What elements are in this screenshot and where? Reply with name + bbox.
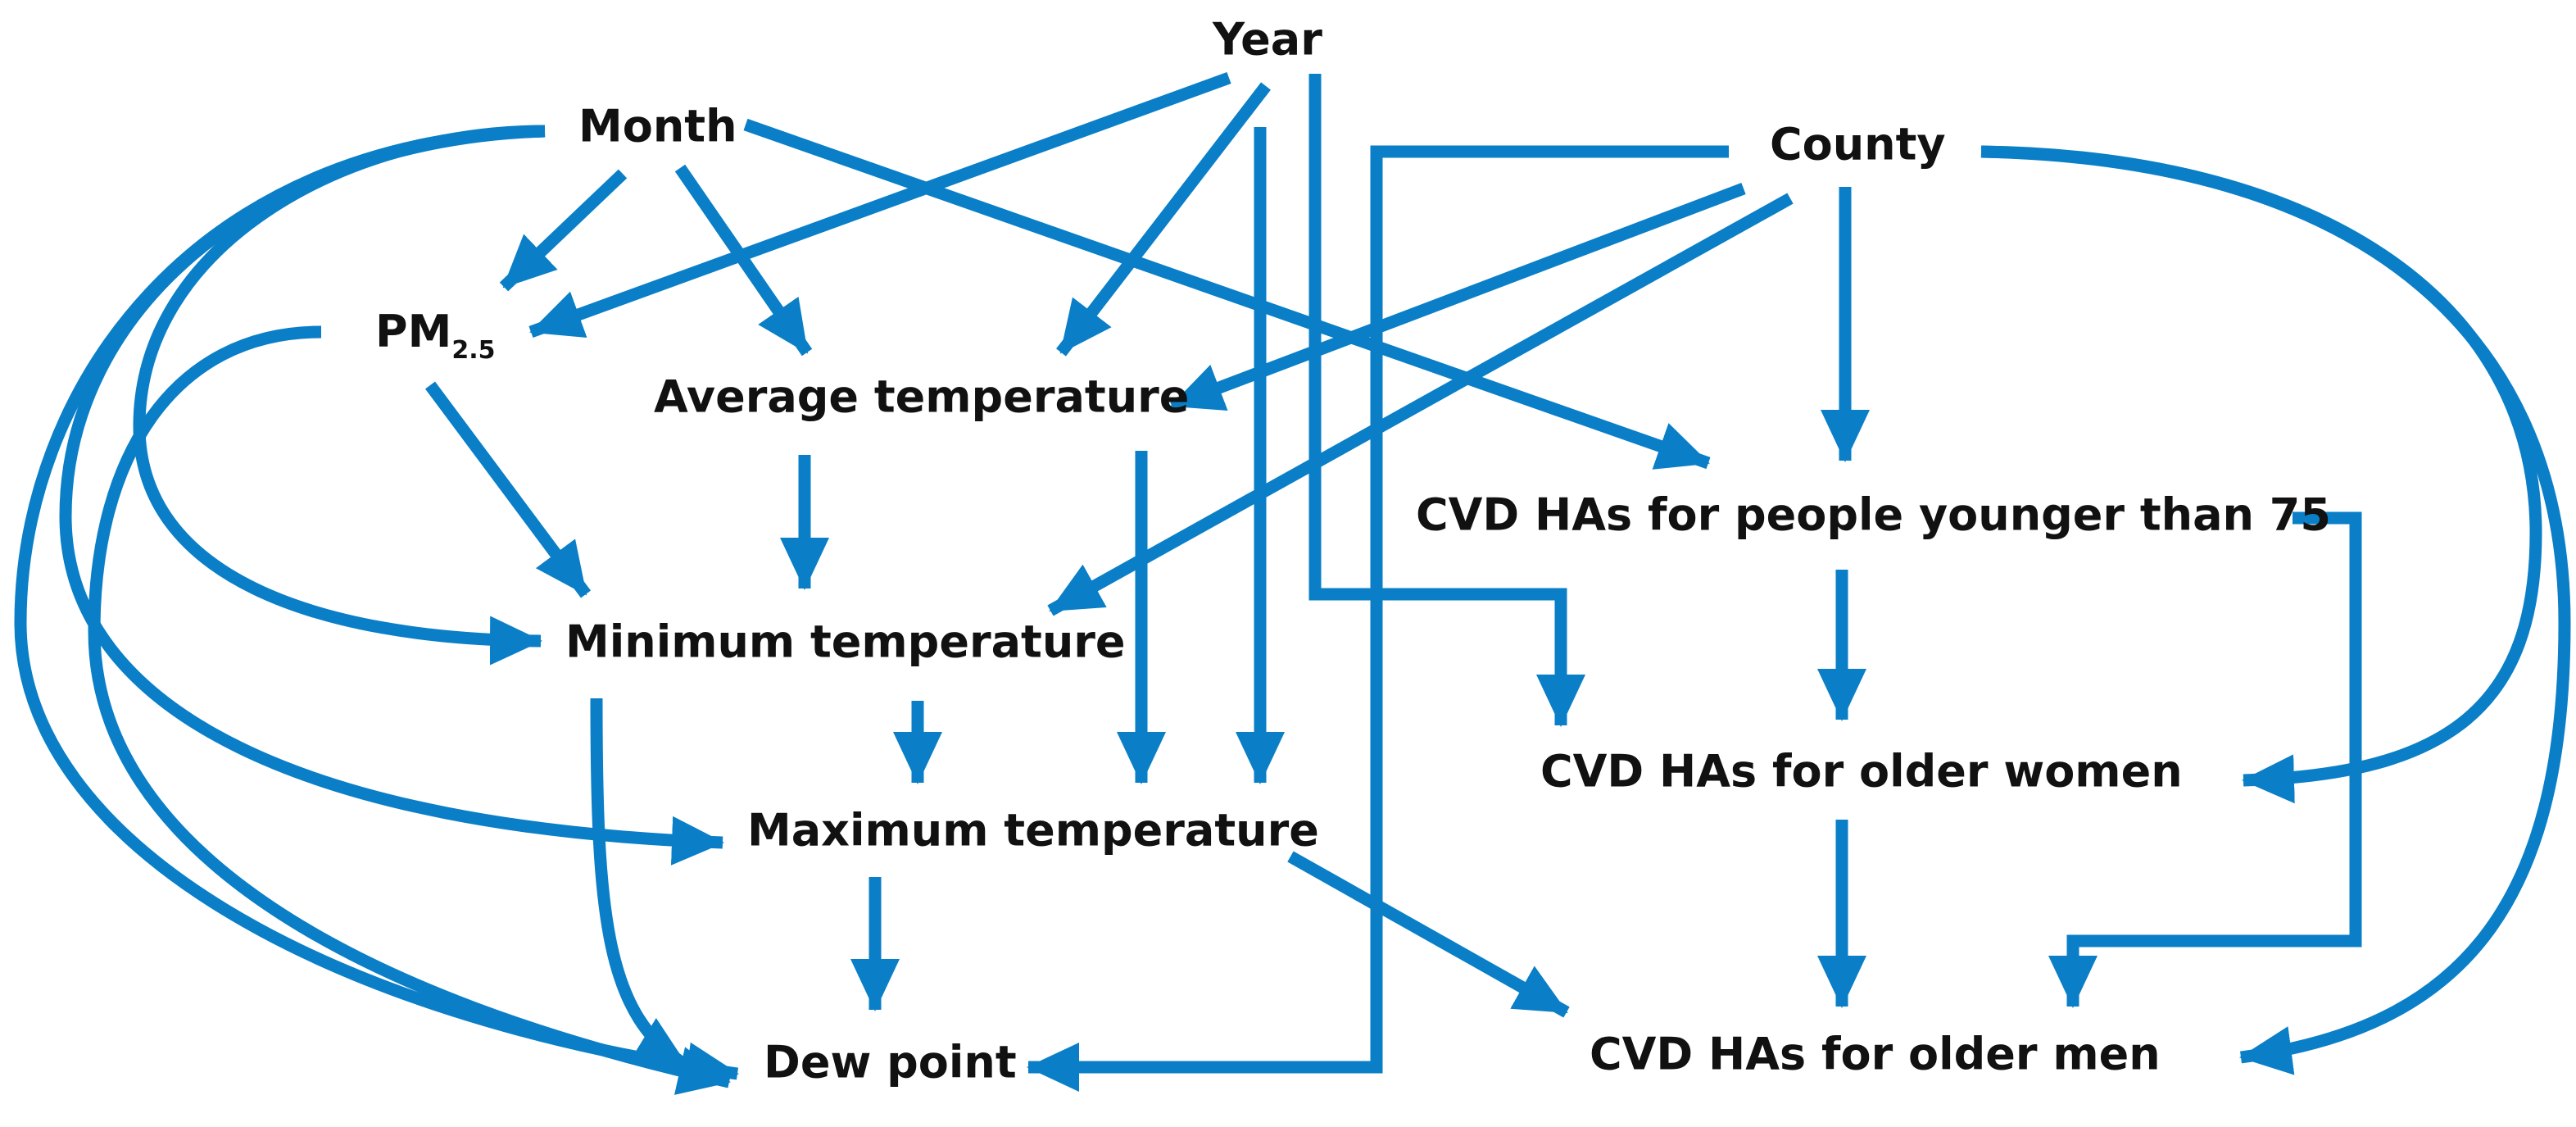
edge-year-to-cvd-older-women: [1308, 74, 1585, 727]
node-pm25: PM2.5: [375, 306, 495, 365]
node-cvd-older-women: CVD HAs for older women: [1540, 746, 2183, 798]
edge-minimum-temperature-to-dew-point: [590, 698, 690, 1071]
node-pm25-label: PM: [375, 306, 451, 357]
node-average-temperature: Average temperature: [654, 371, 1189, 423]
node-year: Year: [1212, 14, 1322, 66]
edge-month-to-maximum-temperature: [59, 125, 724, 866]
edge-maximum-temperature-to-cvd-older-men: [1287, 851, 1570, 1018]
edge-year-to-pm25: [528, 71, 1231, 339]
edge-county-to-cvd-older-men: [1980, 145, 2571, 1075]
node-cvd-older-men: CVD HAs for older men: [1590, 1029, 2161, 1080]
node-maximum-temperature: Maximum temperature: [747, 805, 1319, 857]
node-pm25-subscript: 2.5: [451, 336, 495, 365]
edge-year-to-average-temperature: [1056, 82, 1271, 357]
edge-month-to-pm25: [499, 169, 628, 292]
edge-county-to-average-temperature: [1169, 182, 1746, 412]
edge-cvd-younger-75-to-cvd-older-men: [2048, 511, 2362, 1008]
node-cvd-younger-75: CVD HAs for people younger than 75: [1416, 489, 2331, 541]
edges-layer: [14, 71, 2571, 1095]
edge-county-to-minimum-temperature: [1047, 193, 1794, 616]
edge-county-to-dew-point: [1027, 145, 1729, 1092]
node-county: County: [1770, 119, 1946, 170]
edge-month-to-cvd-younger-75: [743, 118, 1711, 470]
node-dew-point: Dew point: [764, 1037, 1017, 1088]
edge-pm25-to-minimum-temperature: [424, 381, 592, 598]
nodes-layer: Year Month County PM2.5 Average temperat…: [375, 14, 2331, 1088]
node-month: Month: [578, 101, 737, 152]
node-minimum-temperature: Minimum temperature: [565, 616, 1126, 668]
edge-pm25-to-dew-point: [88, 325, 731, 1095]
edge-month-to-dew-point: [14, 125, 739, 1092]
edge-county-to-cvd-older-women: [1980, 145, 2542, 804]
edge-month-to-minimum-temperature: [133, 125, 546, 666]
